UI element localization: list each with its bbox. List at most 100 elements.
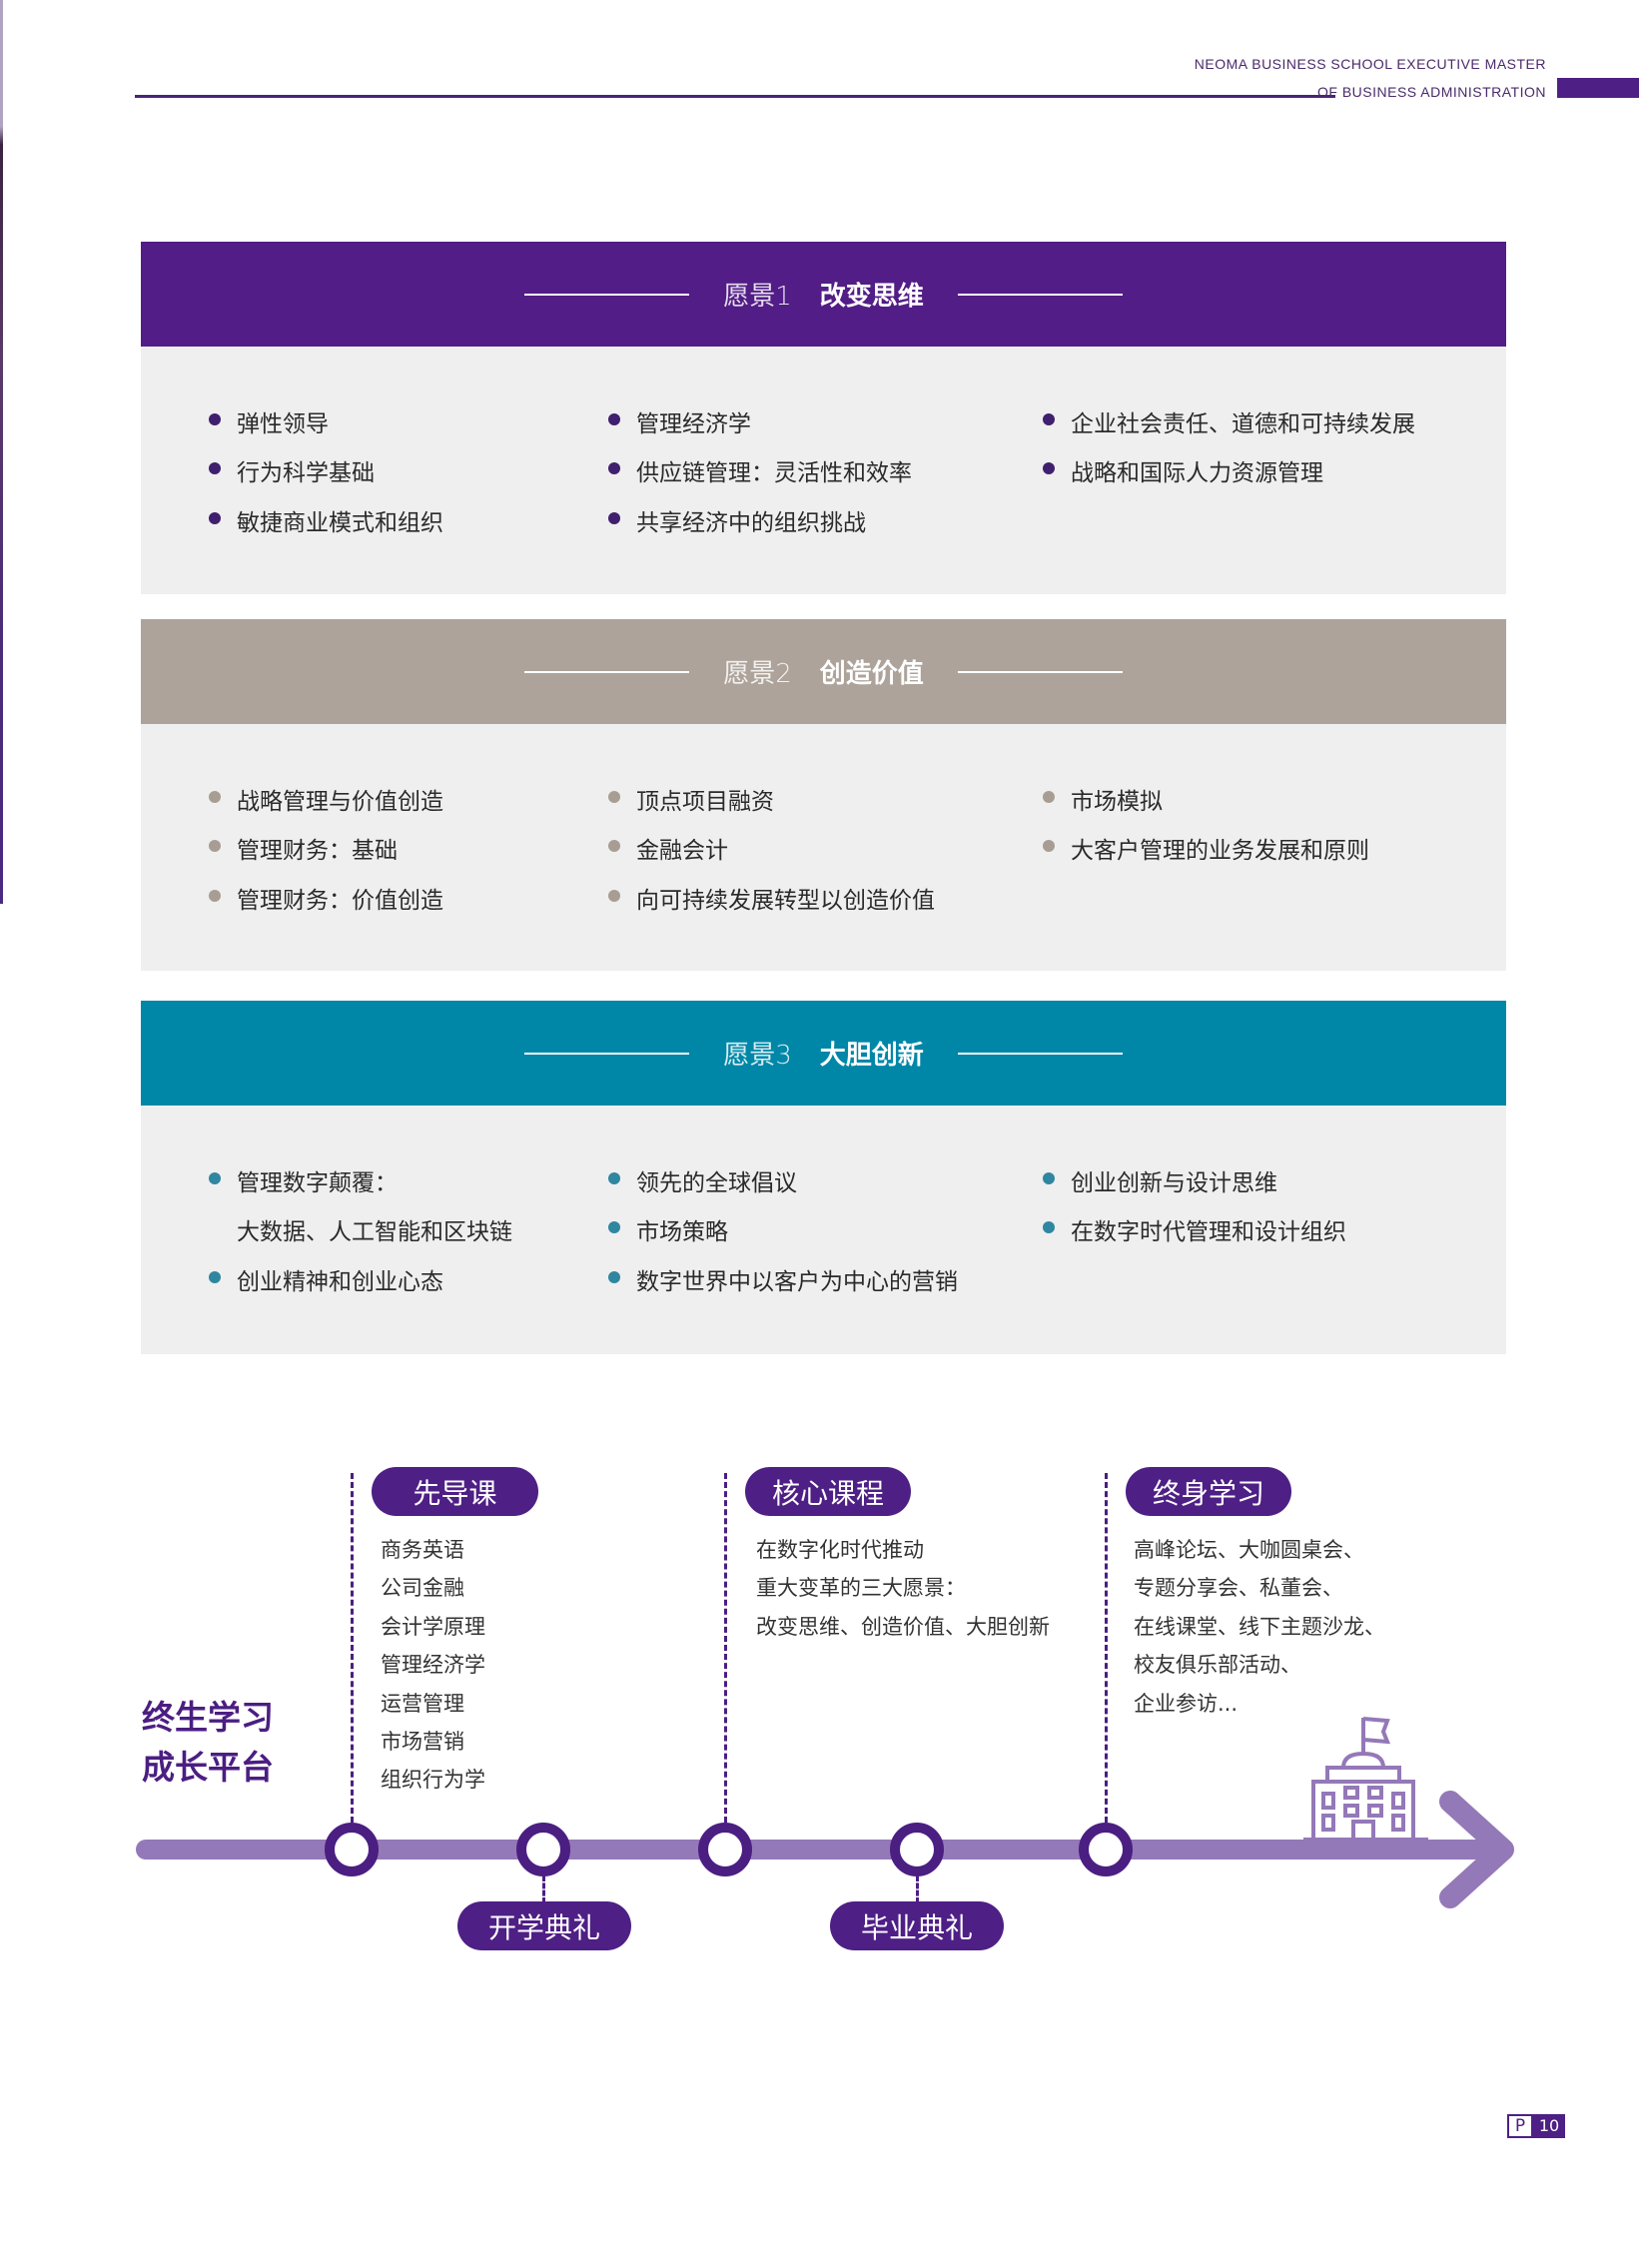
list-item: 战略和国际人力资源管理 <box>1043 453 1323 487</box>
page-number: P 10 <box>1507 2114 1565 2138</box>
list-item: 向可持续发展转型以创造价值 <box>608 881 935 915</box>
page-number-value: 10 <box>1533 2114 1565 2138</box>
stage-item: 会计学原理 <box>381 1614 485 1639</box>
list-item: 大数据、人工智能和区块链 <box>237 1212 512 1246</box>
list-item-text: 企业社会责任、道德和可持续发展 <box>1071 411 1415 437</box>
bullet-dot-icon <box>608 512 620 524</box>
brand-line-2: OF BUSINESS ADMINISTRATION <box>1317 84 1546 100</box>
list-item: 金融会计 <box>608 831 728 865</box>
bullet-dot-icon <box>608 1221 620 1233</box>
bullet-dot-icon <box>608 462 620 474</box>
header-line-left <box>524 1052 690 1055</box>
list-item-text: 管理财务：价值创造 <box>237 888 443 914</box>
list-item: 领先的全球倡议 <box>608 1163 797 1197</box>
list-item: 在数字时代管理和设计组织 <box>1043 1212 1346 1246</box>
list-item: 管理财务：基础 <box>209 831 398 865</box>
list-item: 数字世界中以客户为中心的营销 <box>608 1262 958 1296</box>
bullet-dot-icon <box>209 1172 221 1184</box>
list-item: 管理数字颠覆： <box>209 1163 398 1197</box>
stage-item: 管理经济学 <box>381 1653 485 1678</box>
bullet-dot-icon <box>209 1271 221 1283</box>
list-item: 企业社会责任、道德和可持续发展 <box>1043 404 1415 438</box>
list-item-text: 管理财务：基础 <box>237 838 398 864</box>
bullet-dot-icon <box>608 1271 620 1283</box>
vision-panel: 愿景2 创造价值战略管理与价值创造管理财务：基础管理财务：价值创造 顶点项目融资金融… <box>141 619 1506 971</box>
list-item: 行为科学基础 <box>209 453 375 487</box>
vision-heading: 愿景2 创造价值 <box>723 653 924 690</box>
timeline-dashed-connector <box>724 1473 727 1823</box>
list-item-text: 弹性领导 <box>237 411 329 437</box>
bullet-dot-icon <box>608 791 620 803</box>
list-item: 创业精神和创业心态 <box>209 1262 443 1296</box>
list-item-text: 在数字时代管理和设计组织 <box>1071 1219 1346 1245</box>
vision-number: 愿景3 <box>723 1041 792 1071</box>
list-item-text: 行为科学基础 <box>237 460 375 486</box>
list-item-text: 战略管理与价值创造 <box>237 789 443 815</box>
brand-line-1: NEOMA BUSINESS SCHOOL EXECUTIVE MASTER <box>1194 56 1546 72</box>
milestone-label: 毕业典礼 <box>830 1901 1004 1950</box>
list-item-text: 敏捷商业模式和组织 <box>237 510 443 536</box>
list-item-text: 市场策略 <box>636 1219 728 1245</box>
stage-items: 在数字化时代推动重大变革的三大愿景：改变思维、创造价值、大胆创新 <box>756 1531 1050 1646</box>
stage-item: 运营管理 <box>381 1691 464 1716</box>
list-item: 共享经济中的组织挑战 <box>608 503 866 537</box>
left-edge-strip <box>0 0 3 904</box>
vision-title: 改变思维 <box>819 282 924 312</box>
stage-item: 专题分享会、私董会、 <box>1134 1576 1343 1601</box>
stage-item: 公司金融 <box>381 1576 464 1601</box>
bullet-dot-icon <box>1043 791 1055 803</box>
bullet-dot-icon <box>209 840 221 852</box>
header-accent-block <box>1557 78 1639 98</box>
timeline-dashed-connector <box>916 1875 919 1903</box>
vision-title: 创造价值 <box>819 659 924 689</box>
stage-item: 在数字化时代推动 <box>756 1538 924 1562</box>
timeline-node <box>698 1823 752 1876</box>
header-line-left <box>524 293 690 296</box>
vision-panel: 愿景1 改变思维弹性领导行为科学基础敏捷商业模式和组织 管理经济学供应链管理：灵活性… <box>141 242 1506 594</box>
stage-label: 终身学习 <box>1126 1467 1291 1516</box>
stage-item: 在线课堂、线下主题沙龙、 <box>1134 1614 1385 1639</box>
list-item-text: 供应链管理：灵活性和效率 <box>636 460 912 486</box>
vision-number: 愿景1 <box>723 282 792 312</box>
list-item-text: 创业创新与设计思维 <box>1071 1170 1277 1196</box>
header-line-right <box>957 293 1123 296</box>
arrow-head-icon <box>1439 1791 1514 1908</box>
list-item: 大客户管理的业务发展和原则 <box>1043 831 1369 865</box>
stage-item: 企业参访... <box>1134 1691 1239 1716</box>
header-line-right <box>957 670 1123 673</box>
bullet-dot-icon <box>1043 1172 1055 1184</box>
bullet-dot-icon <box>209 512 221 524</box>
timeline-node <box>1079 1823 1133 1876</box>
list-item: 弹性领导 <box>209 404 329 438</box>
header-rule <box>135 95 1335 98</box>
list-item-text: 领先的全球倡议 <box>636 1170 797 1196</box>
bullet-dot-icon <box>1043 413 1055 425</box>
header-line-left <box>524 670 690 673</box>
list-item-text: 大客户管理的业务发展和原则 <box>1071 838 1369 864</box>
stage-item: 校友俱乐部活动、 <box>1134 1653 1301 1678</box>
stage-item: 组织行为学 <box>381 1768 485 1793</box>
bullet-dot-icon <box>1043 462 1055 474</box>
list-item: 敏捷商业模式和组织 <box>209 503 443 537</box>
list-item-text: 共享经济中的组织挑战 <box>636 510 866 536</box>
list-item: 管理经济学 <box>608 404 751 438</box>
timeline-dashed-connector <box>1105 1473 1108 1823</box>
bullet-dot-icon <box>209 890 221 902</box>
school-building-icon <box>1303 1717 1428 1842</box>
stage-label: 先导课 <box>372 1467 538 1516</box>
list-item-text: 顶点项目融资 <box>636 789 774 815</box>
list-item: 顶点项目融资 <box>608 782 774 816</box>
timeline-dashed-connector <box>351 1473 354 1823</box>
bullet-dot-icon <box>608 840 620 852</box>
list-item-text: 战略和国际人力资源管理 <box>1071 460 1323 486</box>
stage-items: 商务英语公司金融会计学原理管理经济学运营管理市场营销组织行为学 <box>381 1531 485 1800</box>
list-item: 市场模拟 <box>1043 782 1163 816</box>
header-line-right <box>957 1052 1123 1055</box>
vision-number: 愿景2 <box>723 659 792 689</box>
page-prefix: P <box>1507 2114 1533 2138</box>
stage-label: 核心课程 <box>745 1467 911 1516</box>
stage-items: 高峰论坛、大咖圆桌会、专题分享会、私董会、在线课堂、线下主题沙龙、校友俱乐部活动… <box>1134 1531 1385 1723</box>
